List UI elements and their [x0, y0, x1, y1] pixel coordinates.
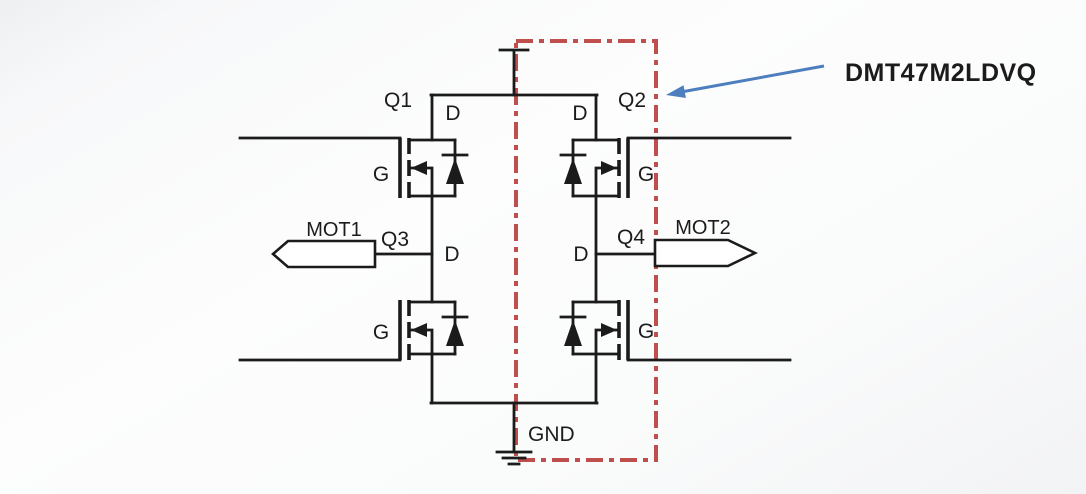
q1-drain-label: D	[445, 102, 460, 125]
transistor-q3: Q3 D G	[238, 228, 469, 362]
q4-drain-label: D	[573, 243, 588, 266]
q3-gate-label: G	[373, 321, 389, 344]
mot2-port-shape	[653, 238, 758, 268]
q4-ref-label: Q4	[617, 226, 645, 249]
q2-channel-arrow	[601, 161, 617, 175]
q1-ref-label: Q1	[384, 89, 412, 112]
transistor-q2: Q2 D G	[559, 89, 792, 198]
q2-drain-label: D	[572, 102, 587, 125]
q2-body-diode-arrowhead	[564, 158, 582, 184]
q3-drain-label: D	[444, 243, 459, 266]
q1-gate-label: G	[373, 163, 389, 186]
q2-gate-label: G	[638, 163, 654, 186]
q4-channel-arrow	[601, 323, 617, 337]
q2-ref-label: Q2	[618, 89, 646, 112]
q3-body-diode-arrowhead	[446, 320, 464, 346]
q3-channel-arrow	[411, 323, 427, 337]
callout-arrowhead	[666, 85, 686, 98]
q1-channel-arrow	[411, 161, 427, 175]
part-number-label: DMT47M2LDVQ	[845, 59, 1037, 87]
mot2-label: MOT2	[675, 217, 731, 239]
ground-symbol	[495, 450, 533, 466]
port-mot1: MOT1	[271, 219, 434, 269]
port-mot2: MOT2	[594, 217, 758, 268]
supply-rail-symbol	[498, 48, 530, 97]
q1-body-diode-arrowhead	[446, 158, 464, 184]
mot1-port-shape	[271, 239, 377, 269]
q4-body-diode-arrowhead	[564, 320, 582, 346]
mot1-label: MOT1	[306, 219, 362, 241]
transistor-q4: Q4 D G	[559, 226, 792, 362]
ground-label: GND	[528, 423, 575, 446]
transistor-q1: Q1 D G	[238, 89, 469, 198]
q3-ref-label: Q3	[381, 228, 409, 251]
q4-gate-label: G	[638, 320, 654, 343]
callout-arrow-line	[680, 64, 825, 94]
